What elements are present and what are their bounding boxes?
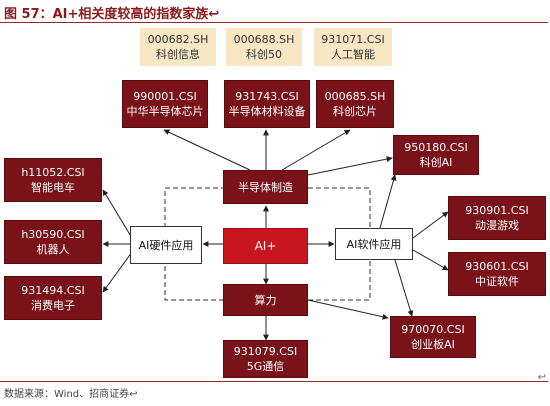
paragraph-mark: ↩ bbox=[537, 372, 546, 383]
arrow-sw-970070 bbox=[394, 259, 414, 317]
index-code: h11052.CSI bbox=[21, 166, 85, 179]
dashed-link-hw-compute bbox=[164, 258, 223, 301]
figure-source: 数据来源：Wind、招商证券↩ bbox=[4, 389, 138, 400]
dashed-link-semi-sw bbox=[308, 187, 371, 228]
index-name: 动漫游戏 bbox=[475, 219, 519, 232]
index-name: 机器人 bbox=[36, 243, 70, 256]
index-box-970070: 970070.CSI 创业板AI bbox=[390, 316, 476, 358]
index-name: 科创50 bbox=[246, 48, 282, 61]
index-box-000682: 000682.SH 科创信息 bbox=[140, 28, 216, 66]
index-name: 创业板AI bbox=[411, 338, 455, 351]
index-code: 930601.CSI bbox=[465, 260, 529, 273]
index-name: 科创信息 bbox=[156, 48, 200, 61]
index-code: 990001.CSI bbox=[133, 90, 197, 103]
figure-title: 图 57：AI+相关度较高的指数家族↩ bbox=[4, 7, 220, 22]
title-divider bbox=[0, 22, 548, 23]
arrow-semi-000685 bbox=[281, 129, 351, 171]
node-semiconductor: 半导体制造 bbox=[223, 170, 308, 204]
index-box-931743: 931743.CSI 半导体材料设备 bbox=[224, 80, 310, 128]
arrow-compute-970070 bbox=[307, 299, 389, 320]
index-box-931079: 931079.CSI 5G通信 bbox=[223, 340, 308, 378]
index-box-h11052: h11052.CSI 智能电车 bbox=[4, 158, 102, 202]
index-code: 970070.CSI bbox=[401, 323, 465, 336]
index-box-000688: 000688.SH 科创50 bbox=[226, 28, 302, 66]
arrow-semi-990001 bbox=[163, 129, 251, 171]
index-box-h30590: h30590.CSI 机器人 bbox=[4, 220, 102, 264]
index-name: 5G通信 bbox=[246, 360, 285, 373]
index-name: 半导体材料设备 bbox=[228, 105, 306, 118]
index-code: 000685.SH bbox=[324, 90, 386, 103]
arrow-semi-950180 bbox=[307, 156, 393, 176]
arrow-sw-930901 bbox=[412, 211, 449, 239]
index-name: 科创芯片 bbox=[333, 105, 377, 118]
node-ai-software: AI软件应用 bbox=[335, 228, 413, 260]
index-code: 000682.SH bbox=[147, 33, 209, 46]
index-box-930901: 930901.CSI 动漫游戏 bbox=[448, 196, 546, 240]
index-name: 中证软件 bbox=[475, 275, 519, 288]
index-code: h30590.CSI bbox=[21, 228, 85, 241]
index-name: 消费电子 bbox=[31, 299, 75, 312]
index-code: 931071.CSI bbox=[321, 33, 385, 46]
index-box-931494: 931494.CSI 消费电子 bbox=[4, 276, 102, 320]
index-code: 930901.CSI bbox=[465, 204, 529, 217]
arrow-sw-950180 bbox=[379, 174, 397, 229]
node-ai-hub: AI+ bbox=[223, 228, 308, 264]
index-code: 950180.CSI bbox=[404, 141, 468, 154]
node-compute: 算力 bbox=[223, 284, 308, 316]
index-code: 931079.CSI bbox=[233, 345, 298, 358]
index-name: 科创AI bbox=[419, 156, 453, 169]
index-box-931071: 931071.CSI 人工智能 bbox=[314, 28, 392, 66]
node-ai-hardware: AI硬件应用 bbox=[130, 226, 202, 264]
arrow-hw-h11052 bbox=[102, 189, 133, 239]
index-code: 931494.CSI bbox=[21, 284, 85, 297]
index-code: 000688.SH bbox=[233, 33, 295, 46]
index-box-930601: 930601.CSI 中证软件 bbox=[448, 252, 546, 296]
index-box-990001: 990001.CSI 中华半导体芯片 bbox=[122, 80, 208, 128]
arrow-hw-931494 bbox=[102, 251, 133, 293]
index-box-000685: 000685.SH 科创芯片 bbox=[316, 80, 394, 128]
dashed-link-sw-compute bbox=[308, 258, 371, 301]
index-code: 931743.CSI bbox=[235, 90, 299, 103]
index-name: 中华半导体芯片 bbox=[126, 105, 204, 118]
index-box-950180: 950180.CSI 科创AI bbox=[393, 135, 479, 175]
index-name: 智能电车 bbox=[31, 181, 75, 194]
dashed-link-hw-semi bbox=[164, 187, 223, 228]
arrow-sw-930601 bbox=[412, 249, 449, 271]
source-divider bbox=[0, 381, 548, 382]
index-name: 人工智能 bbox=[331, 48, 375, 61]
